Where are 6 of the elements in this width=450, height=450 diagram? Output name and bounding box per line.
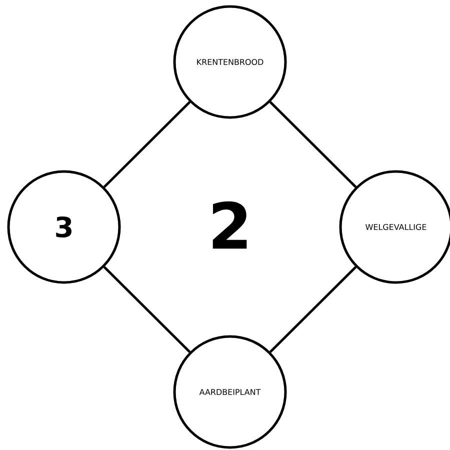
circle-node: 3	[7, 170, 121, 284]
connector-line	[269, 101, 357, 188]
connector-line	[103, 266, 191, 353]
center-number: 2	[212, 201, 247, 249]
connector-line	[103, 101, 191, 188]
connector-line	[269, 266, 357, 353]
